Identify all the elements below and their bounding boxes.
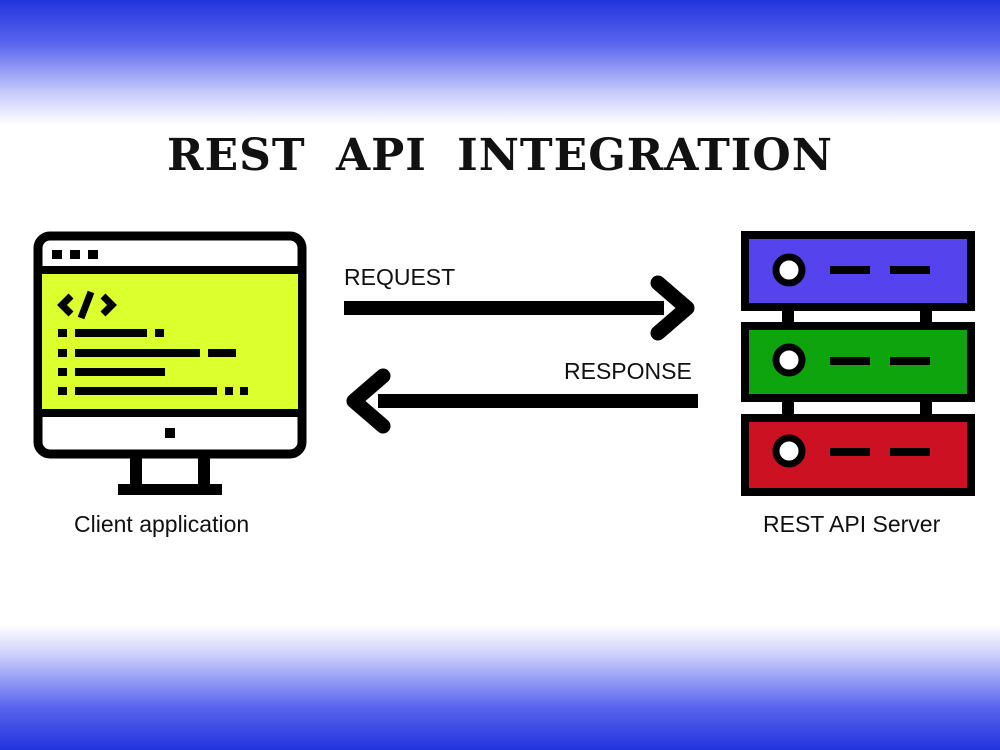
server-rack-icon — [741, 231, 975, 496]
arrow-right-icon — [344, 275, 695, 341]
monitor-base — [118, 484, 222, 495]
request-label: REQUEST — [344, 264, 456, 290]
desktop-monitor-code-icon — [33, 231, 307, 495]
server-unit-bottom — [741, 414, 975, 496]
bottom-gradient-band — [0, 625, 1000, 750]
code-brackets-icon — [57, 290, 117, 320]
client-application-label: Client application — [74, 511, 250, 537]
window-dot-2 — [70, 250, 80, 259]
server-unit-top — [741, 231, 975, 311]
window-dot-1 — [52, 250, 62, 259]
arrow-left-icon — [346, 368, 698, 434]
diagram-title: REST API INTEGRATION — [167, 130, 833, 181]
monitor-power-dot — [165, 428, 175, 438]
monitor-screen — [42, 274, 298, 409]
window-dot-3 — [88, 250, 98, 259]
server-unit-middle — [741, 322, 975, 402]
monitor-stand-left — [130, 451, 142, 487]
top-gradient-band — [0, 0, 1000, 125]
monitor-stand-right — [198, 451, 210, 487]
rest-api-server-label: REST API Server — [763, 511, 941, 537]
code-lines — [58, 329, 248, 395]
response-label: RESPONSE — [564, 358, 692, 384]
